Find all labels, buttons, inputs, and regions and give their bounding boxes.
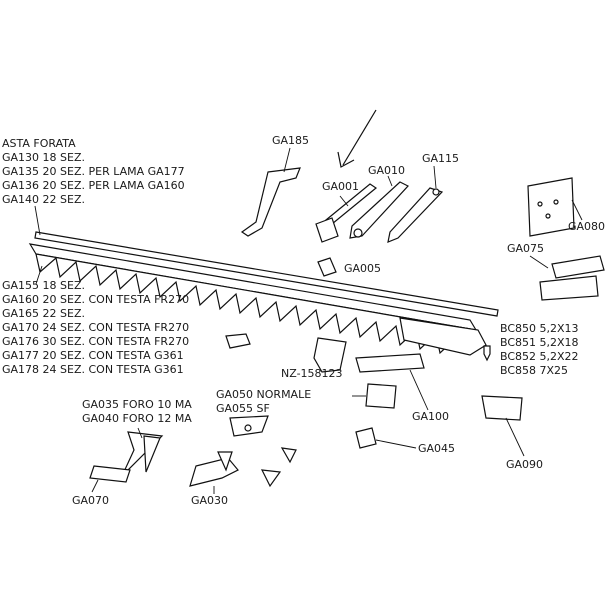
part-ga080: GA080 <box>527 177 605 237</box>
part-ga090: GA090 <box>481 395 543 471</box>
lame-line: GA178 24 SEZ. CON TESTA G361 <box>2 363 184 376</box>
label-ga045: GA045 <box>418 442 455 455</box>
bc-line: BC851 5,2X18 <box>500 336 579 349</box>
label-ga070: GA070 <box>72 494 109 507</box>
part-ga075: GA075 <box>507 242 605 301</box>
part-ga100: GA100 <box>355 353 449 423</box>
label-ga001: GA001 <box>322 180 359 193</box>
knife-blade <box>28 243 487 356</box>
part-ga185: GA185 <box>240 134 309 237</box>
guard-line: GA040 FORO 12 MA <box>82 412 192 425</box>
hold-down-plate <box>352 383 397 409</box>
part-ga070: GA070 <box>72 465 131 507</box>
part-ga050-clamp <box>229 415 269 437</box>
asta-line: GA135 20 SEZ. PER LAMA GA177 <box>2 165 185 178</box>
pointer-arrow <box>337 109 377 168</box>
lame-line: GA160 20 SEZ. CON TESTA FR270 <box>2 293 189 306</box>
asta-line: GA136 20 SEZ. PER LAMA GA160 <box>2 179 185 192</box>
lame-line: GA176 30 SEZ. CON TESTA FR270 <box>2 335 189 348</box>
label-ga080: GA080 <box>568 220 605 233</box>
clamp-line: GA055 SF <box>216 402 270 415</box>
part-ga010: GA010 <box>349 164 409 239</box>
asta-forata-title: ASTA FORATA <box>2 137 76 150</box>
asta-line: GA130 18 SEZ. <box>2 151 85 164</box>
label-ga030: GA030 <box>191 494 228 507</box>
lame-line: GA155 18 SEZ. <box>2 279 85 292</box>
lame-line: GA170 24 SEZ. CON TESTA FR270 <box>2 321 189 334</box>
label-ga100: GA100 <box>412 410 449 423</box>
part-ga001: GA001 <box>315 180 378 243</box>
lame-text: GA155 18 SEZ. GA160 20 SEZ. CON TESTA FR… <box>2 279 189 376</box>
clamps-text: GA050 NORMALE GA055 SF <box>216 388 311 415</box>
bc-line: BC852 5,2X22 <box>500 350 579 363</box>
asta-line: GA140 22 SEZ. <box>2 193 85 206</box>
clamp-line: GA050 NORMALE <box>216 388 311 401</box>
label-ga090: GA090 <box>506 458 543 471</box>
perforated-bar <box>34 205 499 317</box>
bc-line: BC858 7X25 <box>500 364 568 377</box>
label-ga185: GA185 <box>272 134 309 147</box>
bc-line: BC850 5,2X13 <box>500 322 579 335</box>
label-ga005: GA005 <box>344 262 381 275</box>
label-ga010: GA010 <box>368 164 405 177</box>
label-ga115: GA115 <box>422 152 459 165</box>
part-ga035-guard <box>121 427 164 477</box>
lame-line: GA177 20 SEZ. CON TESTA G361 <box>2 349 184 362</box>
part-ga115: GA115 <box>387 152 459 243</box>
guard-line: GA035 FORO 10 MA <box>82 398 192 411</box>
small-bracket <box>225 333 251 349</box>
bc-text: BC850 5,2X13 BC851 5,2X18 BC852 5,2X22 B… <box>483 322 579 377</box>
part-ga030-guard: GA030 <box>189 451 239 507</box>
part-ga045: GA045 <box>355 427 455 455</box>
label-nz: NZ-158123 <box>281 367 343 380</box>
label-ga075: GA075 <box>507 242 544 255</box>
asta-forata-text: ASTA FORATA GA130 18 SEZ. GA135 20 SEZ. … <box>2 137 185 206</box>
small-pieces <box>260 447 297 488</box>
part-ga005: GA005 <box>317 257 381 277</box>
lame-line: GA165 22 SEZ. <box>2 307 85 320</box>
part-nz158123: NZ-158123 <box>281 337 347 380</box>
guards-text: GA035 FORO 10 MA GA040 FORO 12 MA <box>82 398 192 425</box>
